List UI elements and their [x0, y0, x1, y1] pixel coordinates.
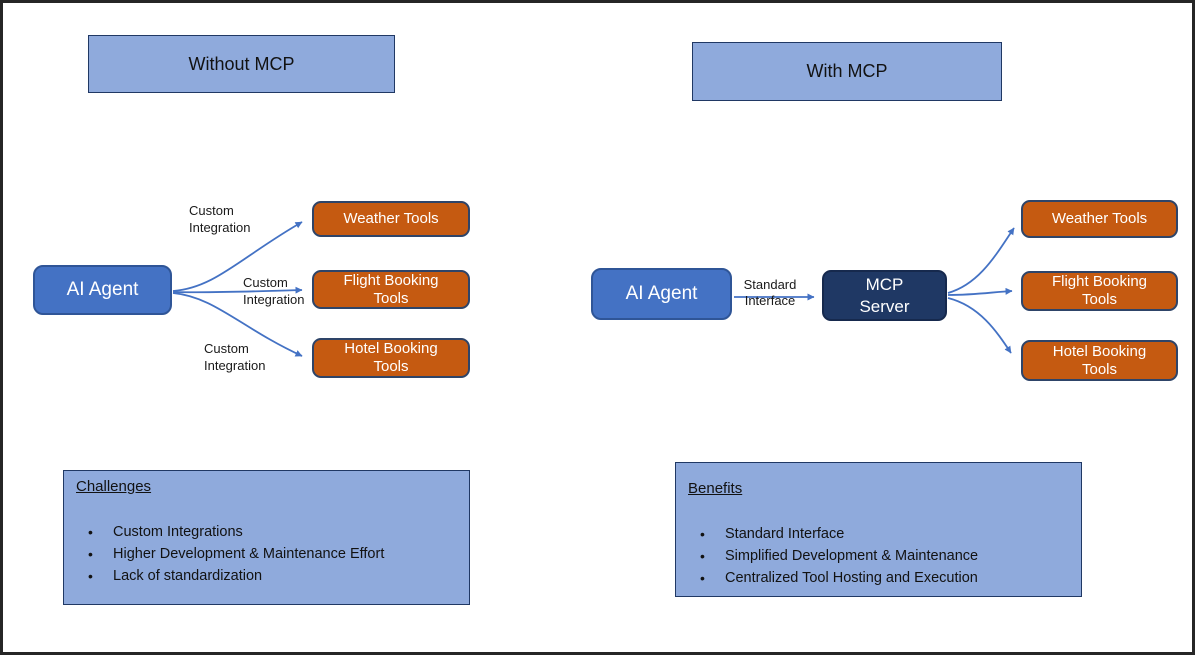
right-flight-booking-tools-label: Flight Booking Tools — [1051, 273, 1148, 308]
left-edge-label-hotel: Custom Integration — [204, 341, 266, 373]
right-ai-agent-node: AI Agent — [591, 268, 732, 320]
without-mcp-title-box: Without MCP — [88, 35, 395, 93]
benefits-item: Standard Interface — [688, 523, 1069, 545]
right-hotel-booking-tools-label: Hotel Booking Tools — [1052, 342, 1147, 378]
arrow-server-to-hotel — [947, 297, 1012, 354]
challenges-title: Challenges — [76, 478, 152, 495]
with-mcp-title-box: With MCP — [692, 42, 1002, 101]
benefits-panel: Benefits Standard Interface Simplified D… — [675, 462, 1082, 597]
standard-interface-label: Standard Interface — [743, 277, 797, 308]
left-edge-label-weather: Custom Integration — [189, 203, 251, 235]
left-flight-booking-tools-node: Flight Booking Tools — [312, 270, 470, 309]
benefits-list: Standard Interface Simplified Developmen… — [688, 523, 1069, 589]
benefits-title: Benefits — [688, 480, 743, 497]
with-mcp-title: With MCP — [806, 61, 888, 81]
challenges-item: Lack of standardization — [76, 565, 457, 587]
arrow-server-to-flight — [947, 287, 1013, 296]
left-weather-tools-label: Weather Tools — [343, 210, 439, 227]
challenges-list: Custom Integrations Higher Development &… — [76, 521, 457, 587]
left-ai-agent-node: AI Agent — [33, 265, 172, 315]
left-edge-label-flight: Custom Integration — [243, 275, 305, 307]
connector-arrows-layer — [172, 221, 1015, 357]
right-weather-tools-label: Weather Tools — [1051, 210, 1148, 227]
benefits-item: Centralized Tool Hosting and Execution — [688, 567, 1069, 589]
left-weather-tools-node: Weather Tools — [312, 201, 470, 237]
challenges-item: Custom Integrations — [76, 521, 457, 543]
right-weather-tools-node: Weather Tools — [1021, 200, 1178, 238]
mcp-server-node: MCP Server — [822, 270, 947, 321]
mcp-server-label-line1: MCP — [865, 274, 904, 294]
challenges-item: Higher Development & Maintenance Effort — [76, 543, 457, 565]
arrow-left-agent-to-hotel — [172, 292, 303, 357]
challenges-panel: Challenges Custom Integrations Higher De… — [63, 470, 470, 605]
left-hotel-booking-tools-label: Hotel Booking Tools — [344, 340, 438, 375]
right-flight-booking-tools-node: Flight Booking Tools — [1021, 271, 1178, 311]
benefits-item: Simplified Development & Maintenance — [688, 545, 1069, 567]
arrow-left-agent-to-weather — [172, 221, 303, 292]
left-hotel-booking-tools-node: Hotel Booking Tools — [312, 338, 470, 378]
left-ai-agent-label: AI Agent — [66, 279, 139, 300]
left-flight-booking-tools-label: Flight Booking Tools — [343, 271, 439, 307]
right-hotel-booking-tools-node: Hotel Booking Tools — [1021, 340, 1178, 381]
arrow-server-to-weather — [947, 227, 1015, 294]
arrow-left-agent-to-flight — [172, 286, 303, 294]
right-ai-agent-label: AI Agent — [625, 283, 698, 304]
mcp-server-label-line2: Server — [859, 296, 910, 316]
without-mcp-title: Without MCP — [188, 53, 295, 74]
